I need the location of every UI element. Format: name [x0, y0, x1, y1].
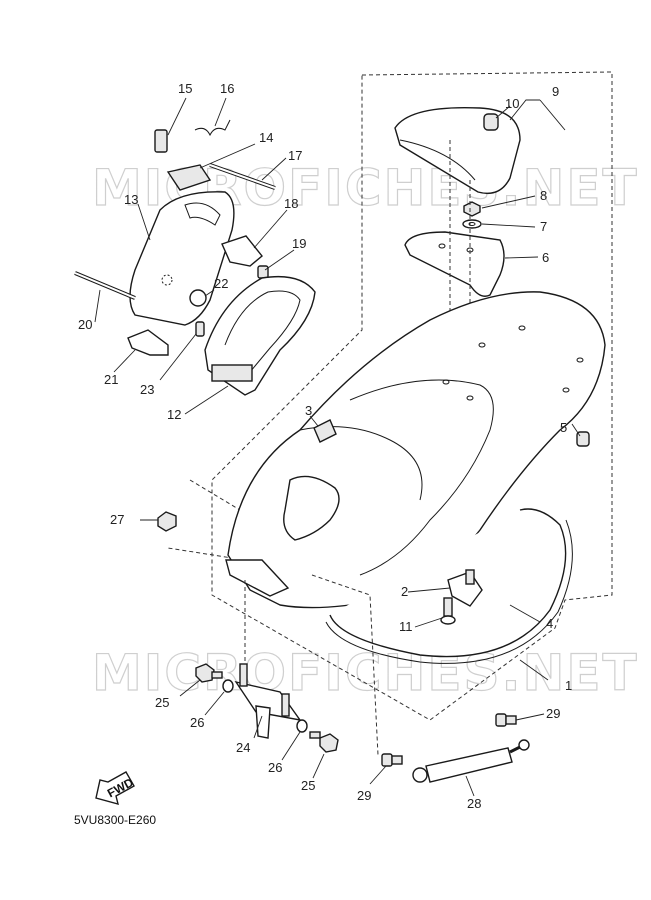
part-pin-rod[interactable] — [74, 271, 136, 300]
callout-13: 13 — [124, 192, 138, 207]
part-seat-bracket[interactable] — [404, 231, 505, 297]
callout-26-lower: 26 — [268, 760, 282, 775]
callout-26-upper: 26 — [190, 715, 204, 730]
part-ball-stud-upper[interactable] — [495, 713, 517, 727]
part-bolt-25-lower[interactable] — [309, 731, 339, 753]
part-screw-23[interactable] — [195, 321, 205, 337]
part-cap-22[interactable] — [189, 289, 207, 307]
part-rod[interactable] — [209, 163, 276, 190]
part-gas-strut[interactable] — [412, 739, 530, 783]
callout-22: 22 — [214, 276, 228, 291]
part-nut-27[interactable] — [157, 511, 177, 532]
leader-lines — [94, 97, 581, 797]
part-washer[interactable] — [462, 219, 482, 229]
part-hinge-bracket[interactable] — [234, 663, 302, 739]
callout-14: 14 — [259, 130, 273, 145]
callout-8: 8 — [540, 188, 547, 203]
callout-16: 16 — [220, 81, 234, 96]
part-seal[interactable] — [325, 508, 573, 664]
callout-4: 4 — [546, 616, 553, 631]
callout-23: 23 — [140, 382, 154, 397]
callout-6: 6 — [542, 250, 549, 265]
callout-3: 3 — [305, 403, 312, 418]
callout-28: 28 — [467, 796, 481, 811]
callout-29-upper: 29 — [546, 706, 560, 721]
part-hinge[interactable] — [154, 129, 168, 153]
callout-7: 7 — [540, 219, 547, 234]
part-ball-stud-lower[interactable] — [381, 753, 403, 767]
callout-10: 10 — [505, 96, 519, 111]
part-washer-26-upper[interactable] — [222, 679, 234, 693]
assembly-boundary — [211, 71, 613, 721]
callout-2: 2 — [401, 584, 408, 599]
callout-17: 17 — [288, 148, 302, 163]
part-grommet-19[interactable] — [257, 265, 269, 279]
callout-25-upper: 25 — [155, 695, 169, 710]
part-latch-plate[interactable] — [166, 164, 212, 191]
part-pin[interactable] — [313, 419, 337, 443]
fwd-arrow-icon: FWD — [95, 771, 136, 805]
part-storage-lid[interactable] — [129, 191, 235, 326]
part-washer-26-lower[interactable] — [296, 719, 308, 733]
callout-15: 15 — [178, 81, 192, 96]
callout-19: 19 — [292, 236, 306, 251]
diagram-code: 5VU8300-E260 — [74, 813, 156, 827]
part-storage-box[interactable] — [204, 275, 316, 396]
part-lock-bracket[interactable] — [447, 569, 483, 607]
part-stay-bracket[interactable] — [221, 235, 263, 267]
callout-21: 21 — [104, 372, 118, 387]
bracket-outline — [167, 479, 246, 561]
part-bolt-11[interactable] — [440, 597, 456, 625]
callout-12: 12 — [167, 407, 181, 422]
link-line-b — [311, 574, 379, 756]
callout-24: 24 — [236, 740, 250, 755]
part-seat-front-mount[interactable] — [225, 559, 290, 597]
part-spring[interactable] — [194, 119, 231, 137]
part-nut[interactable] — [463, 201, 481, 217]
watermark-bottom: MICROFICHES.NET — [92, 644, 639, 702]
part-bolt-25-upper[interactable] — [195, 663, 223, 683]
callout-9: 9 — [552, 84, 559, 99]
callout-5: 5 — [560, 420, 567, 435]
callout-27: 27 — [110, 512, 124, 527]
callout-18: 18 — [284, 196, 298, 211]
callout-29-lower: 29 — [357, 788, 371, 803]
callout-11: 11 — [399, 619, 413, 634]
part-backrest[interactable] — [394, 106, 521, 195]
callout-20: 20 — [78, 317, 92, 332]
callout-1: 1 — [565, 678, 572, 693]
fwd-label: FWD — [105, 775, 136, 800]
callout-25-lower: 25 — [301, 778, 315, 793]
part-clip[interactable] — [127, 329, 169, 356]
